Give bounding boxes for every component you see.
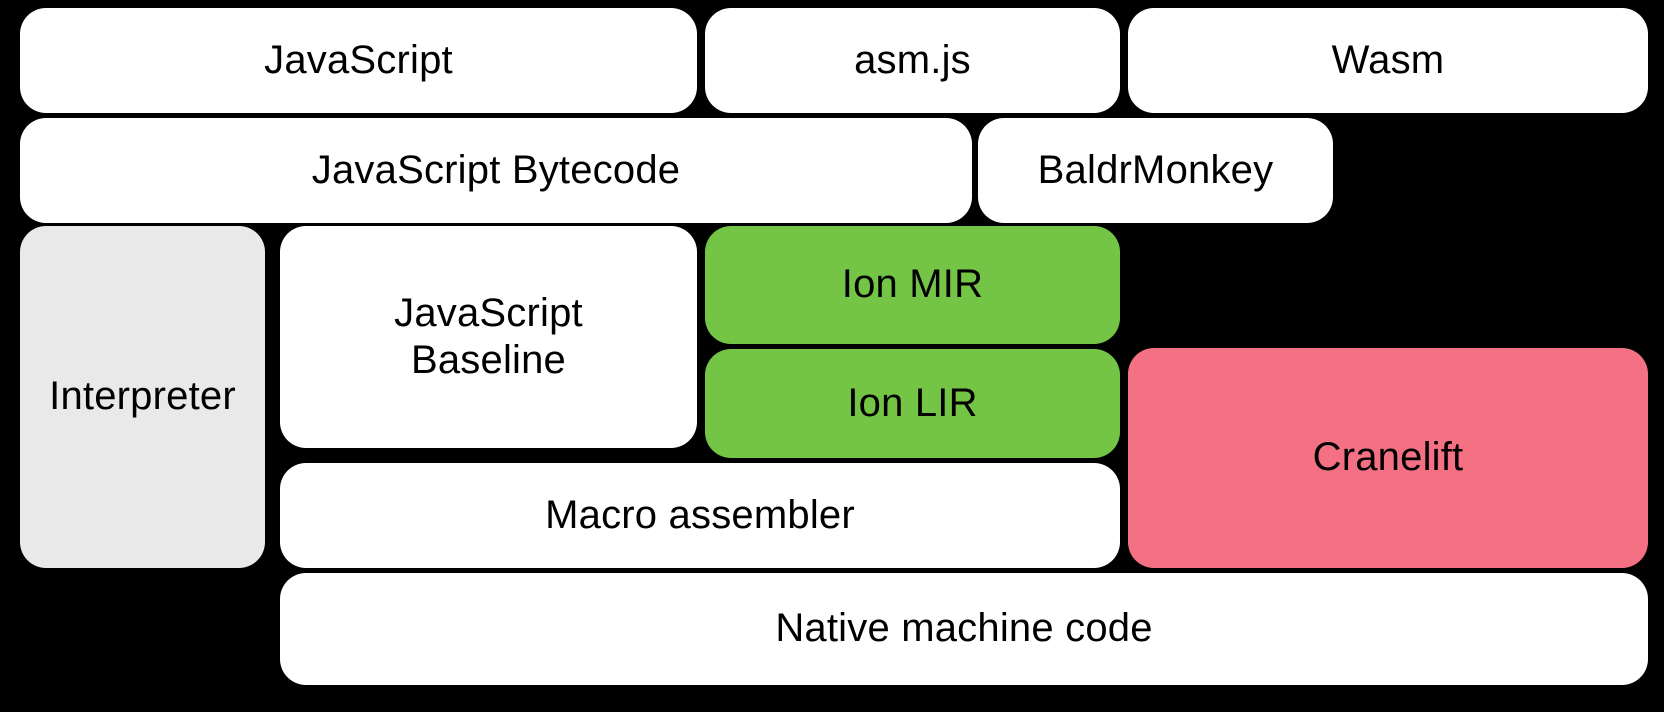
node-label-interpreter: Interpreter xyxy=(49,374,236,419)
node-label-javascript: JavaScript xyxy=(264,37,453,82)
node-cranelift: Cranelift xyxy=(1128,348,1648,568)
node-label-native-machine-code: Native machine code xyxy=(775,606,1153,651)
node-native-machine-code: Native machine code xyxy=(280,573,1648,685)
node-baldrmonkey: BaldrMonkey xyxy=(978,118,1333,223)
node-label-ion-mir: Ion MIR xyxy=(841,262,984,307)
node-label-asmjs: asm.js xyxy=(854,37,971,82)
node-asmjs: asm.js xyxy=(705,8,1120,113)
node-js-baseline: JavaScript Baseline xyxy=(280,226,697,448)
node-label-wasm: Wasm xyxy=(1331,37,1445,82)
node-javascript: JavaScript xyxy=(20,8,697,113)
node-ion-mir: Ion MIR xyxy=(705,226,1120,344)
node-label-ion-lir: Ion LIR xyxy=(847,380,978,425)
node-label-js-baseline: JavaScript Baseline xyxy=(394,290,583,382)
node-js-bytecode: JavaScript Bytecode xyxy=(20,118,972,223)
node-wasm: Wasm xyxy=(1128,8,1648,113)
node-interpreter: Interpreter xyxy=(20,226,265,568)
node-ion-lir: Ion LIR xyxy=(705,349,1120,458)
node-label-macro-assembler: Macro assembler xyxy=(545,492,855,537)
node-label-baldrmonkey: BaldrMonkey xyxy=(1037,147,1274,192)
node-macro-assembler: Macro assembler xyxy=(280,463,1120,568)
node-label-cranelift: Cranelift xyxy=(1312,435,1464,480)
node-label-js-bytecode: JavaScript Bytecode xyxy=(311,147,681,192)
